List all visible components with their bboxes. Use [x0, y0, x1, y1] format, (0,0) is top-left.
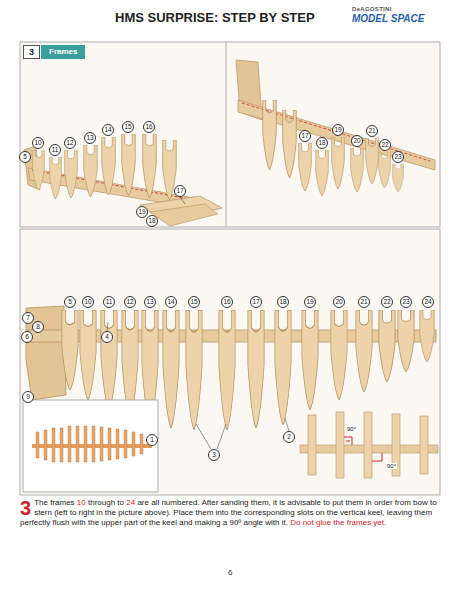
page-title: HMS SURPRISE: STEP BY STEP — [115, 10, 315, 25]
callout-number: 19 — [304, 296, 316, 308]
callout-number: 17 — [174, 185, 186, 197]
caption-paragraph: 3The frames 10 through to 24 are all num… — [20, 498, 440, 528]
instruction-text: 10 — [77, 498, 86, 507]
callout-number: 4 — [101, 331, 113, 343]
section-tab: Frames — [41, 45, 85, 59]
callout-number: 20 — [333, 296, 345, 308]
callout-number: 1 — [146, 434, 158, 446]
callout-number: 19 — [136, 206, 148, 218]
callout-number: 10 — [82, 296, 94, 308]
callout-number: 22 — [379, 139, 391, 151]
brand-name: DeAGOSTINI — [352, 6, 392, 12]
callout-number: 24 — [422, 296, 434, 308]
callout-number: 23 — [400, 296, 412, 308]
callout-number: 18 — [316, 137, 328, 149]
callout-number: 13 — [144, 296, 156, 308]
callout-number: 17 — [299, 130, 311, 142]
callout-number: 18 — [277, 296, 289, 308]
angle-label: 90° — [346, 426, 357, 432]
callout-number: 13 — [84, 132, 96, 144]
callout-number: 16 — [143, 121, 155, 133]
callout-number: 15 — [122, 121, 134, 133]
callout-number: 14 — [165, 296, 177, 308]
callout-number: 5 — [19, 151, 31, 163]
brand-name: MODEL SPACE — [352, 13, 424, 24]
callout-number: 16 — [221, 296, 233, 308]
callout-number: 15 — [188, 296, 200, 308]
callout-number: 11 — [103, 296, 115, 308]
callout-number: 22 — [381, 296, 393, 308]
callout-number: 14 — [102, 124, 114, 136]
callout-number: 21 — [366, 125, 378, 137]
callout-number: 10 — [32, 137, 44, 149]
callout-number: 17 — [250, 296, 262, 308]
instruction-text: through to — [88, 498, 124, 507]
callout-number: 12 — [64, 137, 76, 149]
instruction-text: Do not glue the frames yet. — [290, 518, 386, 527]
angle-label: 90° — [386, 463, 397, 469]
callout-number: 6 — [21, 331, 33, 343]
callout-number: 8 — [32, 321, 44, 333]
callout-number: 9 — [22, 391, 34, 403]
callout-number: 5 — [64, 296, 76, 308]
callout-number: 12 — [124, 296, 136, 308]
step-number-box: 3 — [23, 45, 40, 59]
callout-number: 20 — [351, 135, 363, 147]
callout-number: 19 — [332, 124, 344, 136]
callout-number: 2 — [283, 431, 295, 443]
instruction-text: The frames — [34, 498, 74, 507]
callout-number: 23 — [392, 151, 404, 163]
callout-number: 7 — [22, 312, 34, 324]
instruction-text: 24 — [126, 498, 135, 507]
callout-number: 11 — [49, 144, 61, 156]
page-number: 6 — [228, 568, 232, 577]
step-number: 3 — [20, 498, 31, 518]
callout-number: 3 — [208, 449, 220, 461]
step-number: 3 — [29, 47, 34, 57]
callout-number: 21 — [358, 296, 370, 308]
section-title: Frames — [49, 47, 77, 56]
callout-number: 18 — [146, 215, 158, 227]
